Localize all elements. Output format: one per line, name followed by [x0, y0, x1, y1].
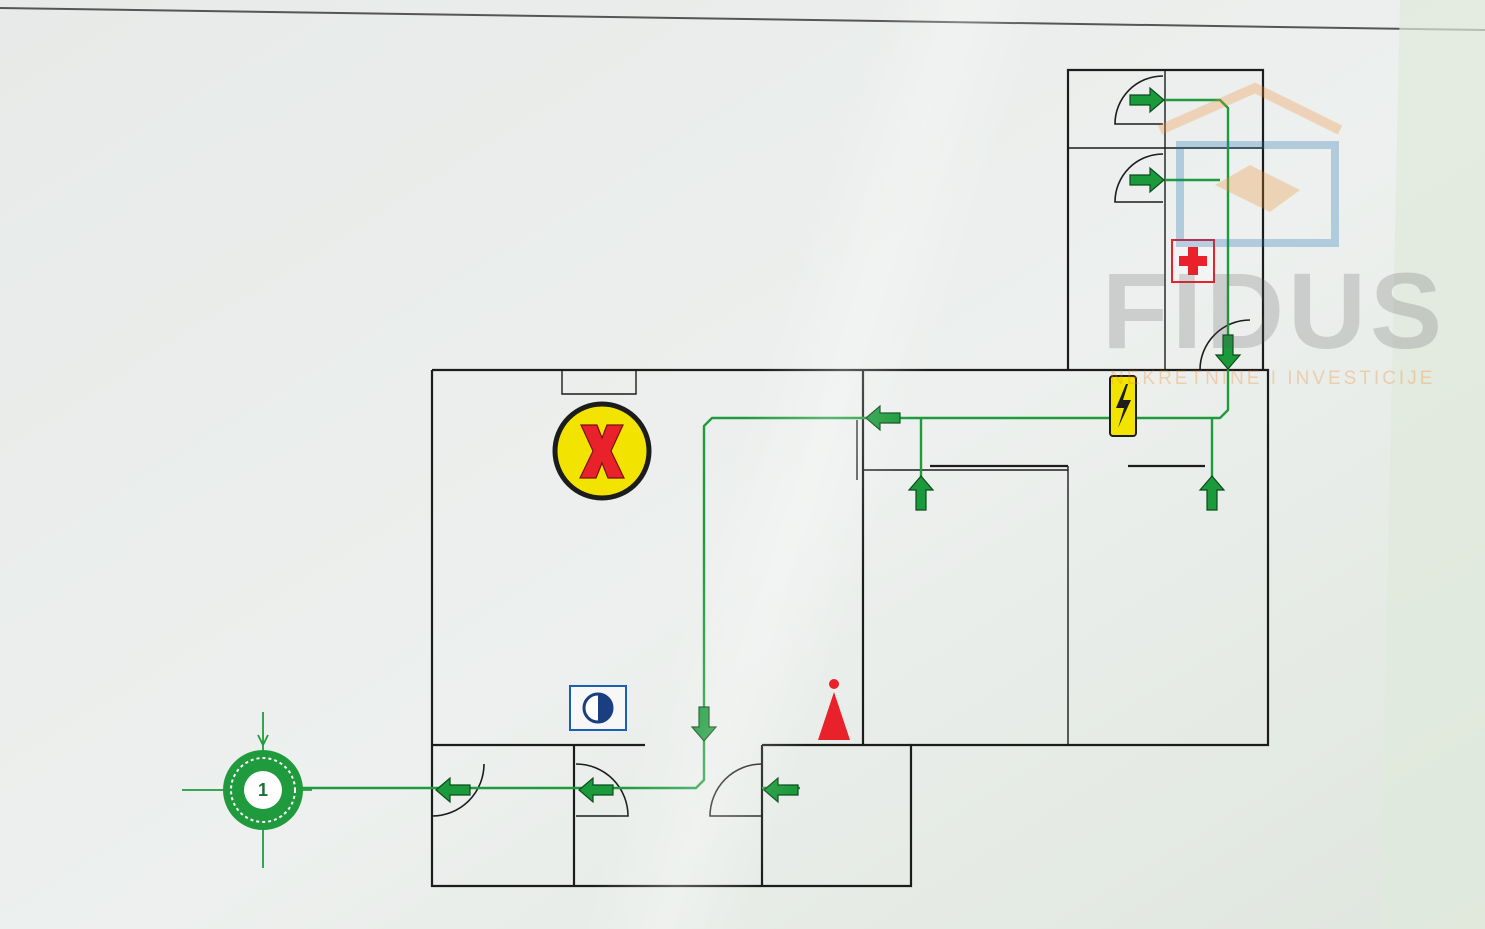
- watermark-brand: FIDUS: [1102, 250, 1446, 371]
- door-tower-bottom: [1199, 319, 1251, 371]
- fire-alarm-icon: [818, 679, 850, 740]
- house-handshake-icon: [1157, 82, 1343, 247]
- electrical-hazard-icon: [1109, 375, 1137, 437]
- watermark-tagline: NEKRETNINE I INVESTICIJE: [1110, 368, 1436, 389]
- first-aid-icon: [1171, 239, 1215, 283]
- light-switch-icon: [569, 685, 627, 731]
- door-tower-mid: [1114, 153, 1164, 203]
- glare-reflection: [578, 0, 1050, 929]
- assembly-point-number: 1: [257, 780, 268, 800]
- sheet-shadow: [1380, 0, 1485, 929]
- hazard-x-icon: [552, 401, 652, 501]
- sheet-top-edge: [0, 7, 1485, 31]
- watermark: [1157, 82, 1343, 247]
- door-exit-main: [431, 763, 485, 817]
- door-tower-top: [1114, 75, 1164, 125]
- assembly-point: [182, 712, 312, 868]
